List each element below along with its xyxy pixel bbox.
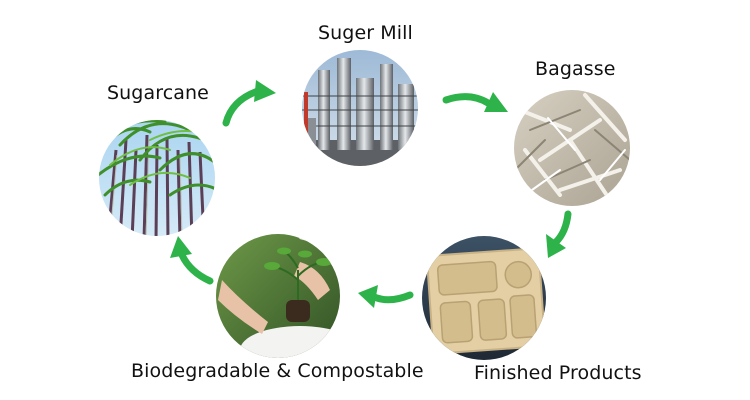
finished-products-label: Finished Products bbox=[474, 362, 642, 384]
arrow-bagasse-to-finished bbox=[546, 214, 568, 258]
sugar-mill-label: Suger Mill bbox=[318, 22, 413, 44]
sugar-mill-photo bbox=[300, 48, 422, 170]
arrow-compost-to-sugarcane bbox=[170, 236, 210, 281]
bagasse-photo bbox=[510, 86, 635, 211]
finished-products-photo bbox=[420, 234, 550, 364]
bagasse-label: Bagasse bbox=[535, 58, 616, 80]
arrow-finished-to-compost bbox=[358, 285, 410, 308]
sugarcane-label: Sugarcane bbox=[107, 82, 209, 104]
biodegradable-compostable-label: Biodegradable & Compostable bbox=[131, 360, 424, 382]
sugarcane-photo bbox=[95, 116, 220, 241]
arrow-mill-to-bagasse bbox=[446, 92, 508, 112]
biodegradable-photo bbox=[214, 232, 360, 374]
arrow-sugarcane-to-mill bbox=[226, 80, 276, 123]
